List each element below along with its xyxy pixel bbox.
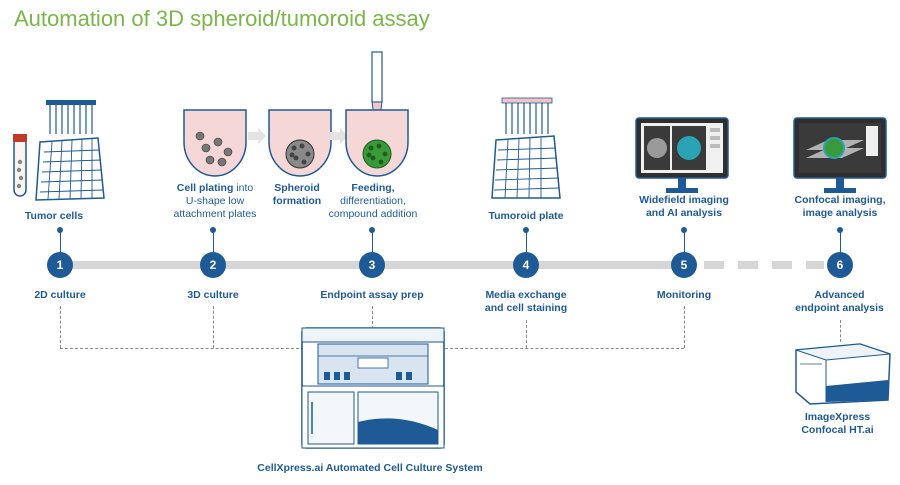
connector-line: [372, 306, 373, 334]
cellxpress-instrument-illustration: [301, 327, 445, 449]
step-2-label: 3D culture: [187, 289, 239, 301]
spheroid-well-illustration: [268, 109, 332, 177]
stem-line: [371, 230, 373, 252]
step-5-node: 5: [671, 252, 697, 278]
connector-line: [213, 306, 214, 348]
stem-line: [525, 230, 527, 252]
confocal-label: Confocal imaging,image analysis: [794, 194, 886, 219]
connector-line: [684, 306, 685, 348]
feeding-well-illustration: [345, 51, 409, 177]
stem-line: [212, 230, 214, 252]
timeline-dash: [738, 261, 758, 269]
stem-line: [59, 230, 61, 252]
connector-line: [60, 348, 304, 349]
tumor-cells-illustration: [13, 100, 105, 201]
arrow-icon: [330, 128, 348, 144]
connector-line: [60, 306, 61, 348]
step-5-label: Monitoring: [656, 289, 712, 301]
feeding-label: Feeding, differentiation, compound addit…: [328, 182, 418, 220]
tumoroid-plate-label: Tumoroid plate: [488, 210, 564, 222]
confocal-monitor-illustration: [793, 117, 887, 193]
timeline-dash: [806, 261, 824, 269]
connector-line: [526, 320, 527, 348]
step-4-node: 4: [513, 252, 539, 278]
cellxpress-label: CellXpress.ai Automated Cell Culture Sys…: [257, 462, 483, 474]
imagexpress-instrument-illustration: [795, 343, 891, 405]
timeline-dash: [704, 261, 724, 269]
stem-line: [839, 230, 841, 252]
cell-plating-label: Cell plating into U-shape low attachment…: [173, 182, 257, 220]
connector-line: [840, 320, 841, 342]
tumor-cells-label: Tumor cells: [24, 210, 84, 222]
step-2-node: 2: [200, 252, 226, 278]
step-1-label: 2D culture: [34, 289, 86, 301]
step-3-label: Endpoint assay prep: [320, 289, 424, 301]
page-title: Automation of 3D spheroid/tumoroid assay: [14, 6, 430, 31]
cell-plating-well-illustration: [183, 109, 247, 177]
step-3-node: 3: [359, 252, 385, 278]
timeline-dash: [772, 261, 792, 269]
widefield-monitor-illustration: [635, 117, 729, 193]
step-6-node: 6: [827, 252, 853, 278]
stem-line: [683, 230, 685, 252]
step-1-node: 1: [47, 252, 73, 278]
connector-line: [440, 348, 684, 349]
arrow-icon: [248, 128, 266, 144]
tumoroid-plate-illustration: [491, 97, 561, 199]
